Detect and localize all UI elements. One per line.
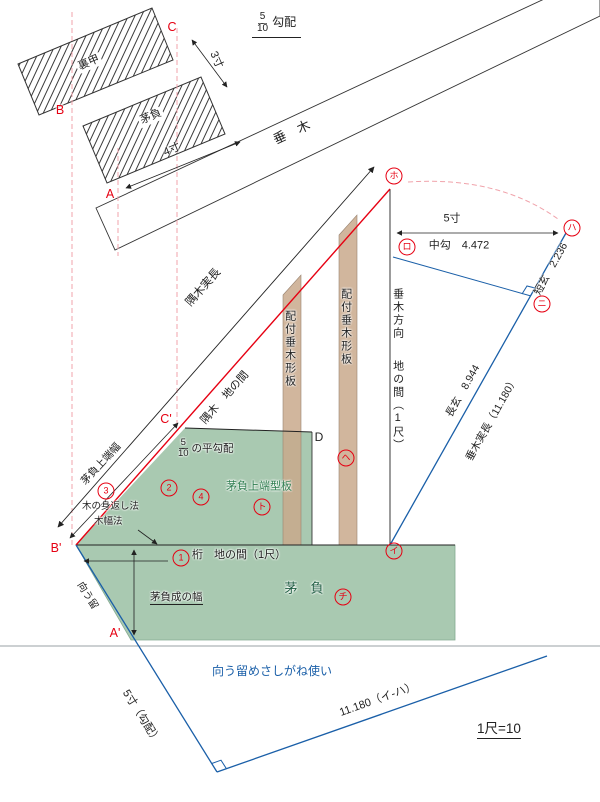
- right-angle-mark-bottom: [211, 759, 227, 769]
- mukou-dome-note: 向う留めさしがね使い: [212, 664, 333, 678]
- rotation-arc: [407, 180, 559, 220]
- circled-3: 3: [97, 482, 115, 500]
- ki-no-migaeshi-label: 木の身返し法: [82, 501, 140, 512]
- circled-chi: チ: [334, 588, 352, 606]
- chi-no-ma-label: 地の間（1尺）: [391, 360, 404, 452]
- dim-4sun-arrow: [125, 141, 241, 189]
- hypotenuse-line: [389, 232, 567, 546]
- circled-i: イ: [385, 542, 403, 560]
- point-label-a-prime: A': [109, 625, 121, 640]
- dim-5sun-label: 5寸: [443, 212, 461, 225]
- circled-to: ト: [253, 498, 271, 516]
- circled-ho: ホ: [385, 167, 403, 185]
- circled-4: 4: [192, 488, 210, 506]
- chuko-line: [392, 256, 532, 297]
- slope-suffix: 勾配: [272, 15, 297, 30]
- circled-2: 2: [160, 479, 178, 497]
- scale-note: 1尺=10: [477, 721, 521, 739]
- circled-ha: ハ: [563, 219, 581, 237]
- haitsuke-strip-2: [338, 214, 358, 546]
- square-bottom-line: [216, 655, 548, 773]
- miter-line: [75, 544, 218, 773]
- point-label-a: A: [105, 186, 115, 201]
- keta-chi-no-ma-label: 桁 地の間（1尺）: [192, 549, 287, 561]
- circled-he: ヘ: [337, 449, 355, 467]
- point-label-c-prime: C': [160, 411, 172, 426]
- dim-jotan-haba-arrow: [69, 422, 179, 539]
- taruki-direction-label: 垂木方向: [391, 288, 404, 340]
- point-label-b-prime: B': [50, 540, 62, 555]
- point-label-d: D: [314, 430, 324, 445]
- right-angle-mark-ni: [521, 285, 536, 295]
- point-label-c: C: [167, 19, 177, 34]
- circled-1: 1: [172, 549, 190, 567]
- circled-ni: ニ: [533, 295, 551, 313]
- haitsuke-label-1: 配付垂木形板: [283, 310, 296, 388]
- kayaoi-jotan-kata-label: 茅負上端型板: [226, 480, 292, 493]
- dim-chuko-label: 中勾 4.472: [428, 239, 490, 252]
- kayaoi-sei-label: 茅負成の幅: [150, 591, 203, 606]
- circled-ro: ロ: [398, 238, 416, 256]
- kihaba-ho-label: 木幅法: [94, 516, 123, 527]
- kihaba-leader-arrow: [137, 529, 158, 545]
- haitsuke-label-2: 配付垂木形板: [339, 288, 352, 366]
- dim-3sun-arrow: [191, 39, 228, 88]
- kayaoi-block-label: 茅 負: [284, 580, 324, 596]
- point-label-b: B: [55, 102, 65, 117]
